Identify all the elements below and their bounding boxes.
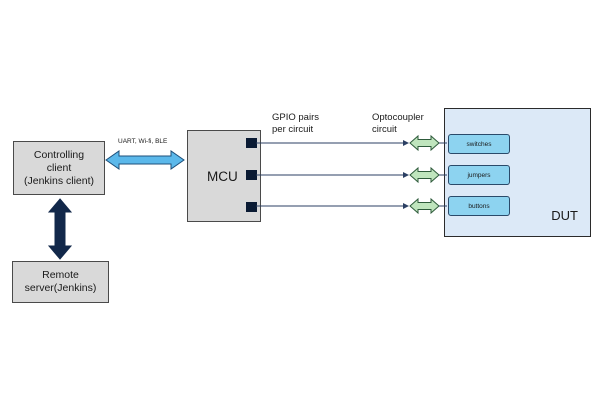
- gpio-label-line-1: GPIO pairs: [272, 112, 319, 123]
- optocoupler-label-line-1: Optocoupler: [372, 112, 424, 123]
- gpio-pin-1: [246, 138, 257, 148]
- controlling-client-line-3: (Jenkins client): [23, 174, 95, 187]
- gpio-pin-3: [246, 202, 257, 212]
- dut-label: DUT: [551, 208, 578, 223]
- controlling-client-box: Controlling client (Jenkins client): [13, 141, 105, 195]
- controlling-client-line-1: Controlling: [33, 148, 85, 161]
- mcu-label: MCU: [207, 168, 238, 184]
- signal-line-2: [256, 172, 409, 178]
- dut-item-switches: switches: [448, 134, 510, 154]
- controlling-client-line-2: client: [46, 161, 72, 174]
- optocoupler-icon-2: [409, 166, 447, 184]
- optocoupler-label-line-2: circuit: [372, 124, 397, 135]
- dut-item-buttons: buttons: [448, 196, 510, 216]
- gpio-pin-2: [246, 170, 257, 180]
- signal-line-1: [256, 140, 409, 146]
- optocoupler-icon-1: [409, 134, 447, 152]
- remote-server-box: Remote server(Jenkins): [12, 261, 109, 303]
- mcu-box: MCU: [187, 130, 261, 222]
- link-protocol-label: UART, Wi-fi, BLE: [118, 138, 168, 145]
- signal-line-3: [256, 203, 409, 209]
- remote-server-line-1: Remote: [42, 269, 79, 281]
- client-server-link-arrow: [47, 198, 73, 260]
- gpio-label-line-2: per circuit: [272, 124, 314, 135]
- dut-item-jumpers: jumpers: [448, 165, 510, 185]
- optocoupler-icon-3: [409, 197, 447, 215]
- dut-box: switches jumpers buttons DUT: [444, 108, 591, 237]
- client-mcu-link-arrow: [105, 150, 185, 170]
- remote-server-line-2: server(Jenkins): [24, 282, 97, 294]
